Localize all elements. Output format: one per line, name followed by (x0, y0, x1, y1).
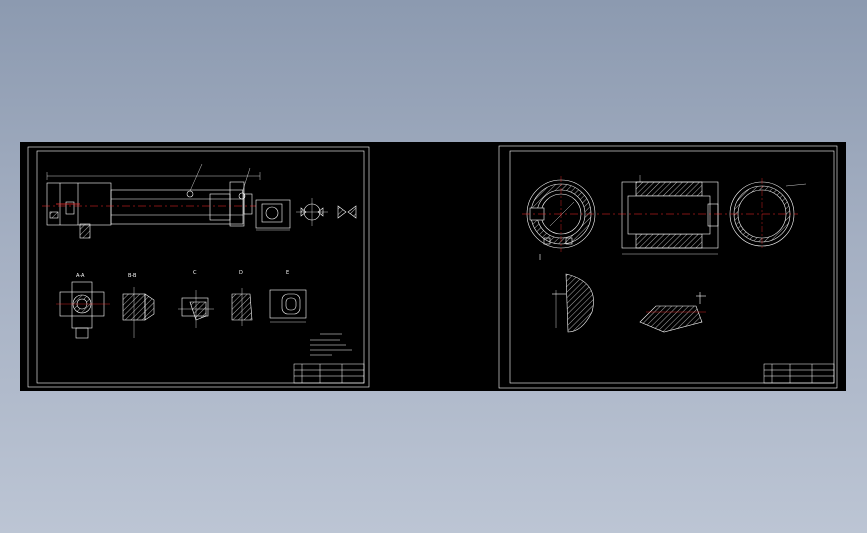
technical-notes (310, 333, 352, 356)
section-c (178, 290, 214, 328)
title-block (763, 363, 835, 384)
section-label-a-a: A-A (76, 273, 85, 279)
section-a-a (56, 281, 110, 339)
drawing-strip: A-A B-B C D E (20, 142, 846, 391)
section-label-e: E (286, 270, 289, 276)
end-view-cross (296, 198, 357, 226)
detail-view-left (552, 273, 594, 333)
shaft-main-view (46, 163, 261, 239)
section-b-b (122, 287, 155, 338)
outer-border (27, 146, 370, 388)
section-label-d: D (239, 270, 243, 276)
right-sheet-canvas (498, 145, 838, 389)
inner-border (36, 150, 365, 384)
section-label-b-b: B-B (128, 273, 137, 279)
inner-border (509, 150, 835, 384)
section-d (231, 288, 253, 326)
outer-border (498, 145, 838, 389)
detail-view-right (639, 292, 706, 333)
section-label-c: C (193, 270, 197, 276)
title-block (293, 363, 365, 384)
left-drawing-sheet[interactable]: A-A B-B C D E (20, 142, 372, 391)
end-view-square (255, 199, 291, 231)
housing-section-view (621, 175, 719, 255)
right-drawing-sheet[interactable] (496, 142, 846, 391)
left-sheet-canvas: A-A B-B C D E (27, 146, 370, 388)
section-e (269, 289, 307, 323)
